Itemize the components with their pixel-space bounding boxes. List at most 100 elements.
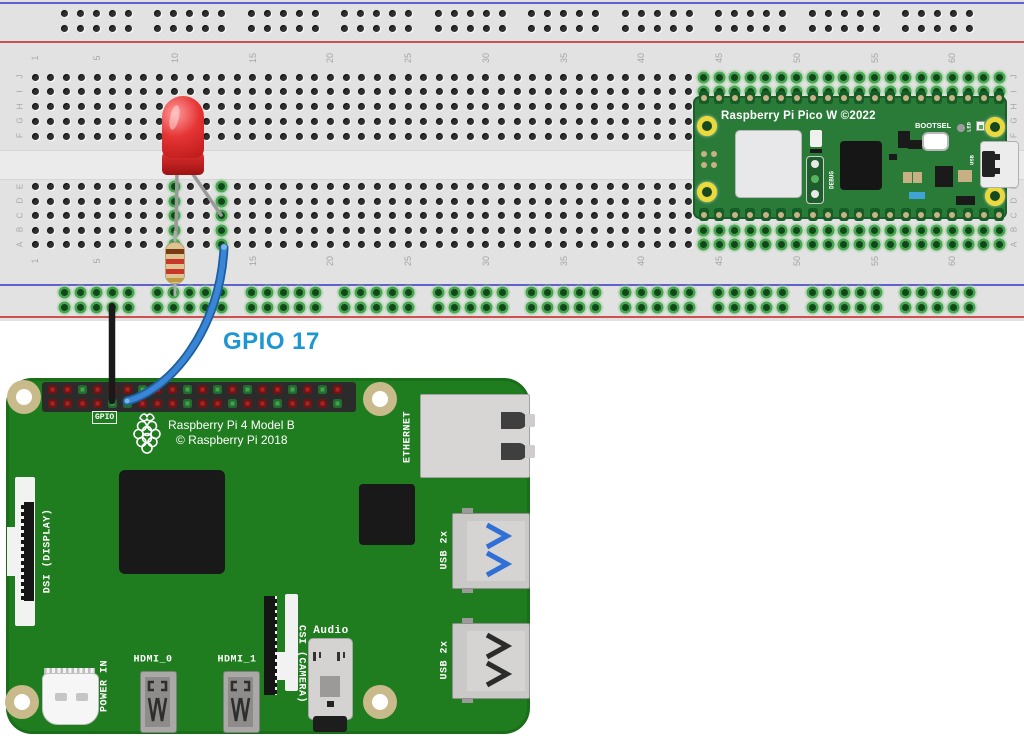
breadboard-hole [513, 241, 521, 248]
breadboard-hole-connected [202, 304, 209, 311]
breadboard-hole [186, 9, 193, 17]
breadboard-hole [249, 241, 257, 248]
breadboard-hole [342, 117, 350, 125]
breadboard-hole-connected [886, 241, 894, 248]
debug-pad [811, 160, 819, 168]
pico-pin-pad [900, 91, 911, 104]
gpio-pin [333, 385, 343, 394]
breadboard-hole [171, 88, 179, 96]
breadboard-hole [60, 25, 68, 32]
breadboard-hole [482, 241, 490, 248]
breadboard-hole [450, 25, 458, 32]
breadboard-hole [108, 25, 116, 32]
breadboard-hole [669, 88, 677, 96]
row-letter: B [1009, 226, 1019, 233]
usb-tab [462, 587, 473, 593]
column-number: 45 [714, 53, 725, 64]
column-number: 50 [791, 53, 802, 64]
breadboard-hole [637, 25, 645, 32]
breadboard-hole [358, 226, 366, 234]
csi-connector-tab [277, 652, 285, 680]
breadboard-hole [404, 226, 412, 234]
breadboard-hole-connected [202, 289, 209, 296]
pico-pin-pad [963, 91, 973, 104]
audio-jack-mark [337, 652, 340, 661]
breadboard-hole [405, 9, 412, 17]
breadboard-hole [389, 212, 397, 219]
pico-pin-pad [900, 208, 911, 221]
breadboard-hole [404, 241, 412, 248]
breadboard-hole-connected [824, 289, 832, 296]
column-number: 20 [325, 256, 336, 267]
breadboard-hole [529, 183, 537, 190]
gpio-pin [288, 398, 298, 408]
breadboard-hole-connected [482, 304, 490, 311]
pico-pin-pad [791, 91, 802, 104]
breadboard-hole [154, 25, 161, 32]
gpio-pin [62, 385, 72, 394]
pico-pin-pad [807, 91, 818, 104]
breadboard-hole [872, 25, 880, 32]
column-number: 30 [480, 53, 491, 64]
breadboard-hole [202, 9, 209, 17]
breadboard-hole [498, 212, 505, 219]
breadboard-hole [154, 9, 161, 17]
breadboard-hole [498, 132, 505, 140]
breadboard-hole [155, 73, 163, 81]
breadboard-hole-connected [793, 226, 801, 234]
top-rail-blue-line [0, 2, 1024, 4]
breadboard-hole [93, 226, 101, 234]
breadboard-hole-connected [746, 226, 754, 234]
breadboard-hole [311, 88, 319, 96]
gpio17-wire-label: GPIO 17 [223, 328, 320, 355]
breadboard-hole [513, 132, 521, 140]
csi-connector [264, 596, 277, 695]
breadboard-hole [872, 9, 880, 17]
breadboard-hole-connected [124, 289, 132, 296]
breadboard-hole [560, 197, 568, 205]
pico-pin-pad [760, 91, 771, 104]
column-number: 35 [558, 256, 569, 267]
breadboard-hole [233, 88, 241, 96]
breadboard-hole [544, 103, 552, 111]
pico-pin-pad [698, 91, 709, 104]
breadboard-hole [779, 9, 786, 17]
breadboard-hole [513, 226, 521, 234]
breadboard-hole [358, 197, 366, 205]
breadboard-hole [451, 103, 459, 111]
breadboard-hole [264, 103, 272, 111]
breadboard-hole [715, 9, 722, 17]
breadboard-hole-connected [966, 289, 973, 296]
breadboard-hole [560, 9, 567, 17]
breadboard-hole [155, 241, 163, 248]
breadboard-hole [779, 25, 786, 32]
breadboard-hole [637, 73, 645, 81]
pico-pin-pad [885, 208, 896, 221]
breadboard-hole [575, 103, 583, 111]
breadboard-hole [155, 197, 163, 205]
breadboard-hole [576, 25, 583, 32]
breadboard-hole [92, 25, 100, 32]
breadboard-hole [529, 197, 537, 205]
breadboard-hole [326, 88, 334, 96]
breadboard-hole [326, 212, 334, 219]
debug-pad [811, 175, 819, 183]
breadboard-hole [93, 73, 101, 81]
breadboard-hole [389, 132, 397, 140]
gpio-pin [303, 385, 313, 394]
breadboard-hole [249, 183, 257, 190]
breadboard-hole-connected [621, 289, 629, 296]
breadboard-hole [560, 226, 568, 234]
column-number: 30 [480, 256, 491, 267]
breadboard-hole [357, 25, 364, 32]
breadboard-hole [902, 9, 909, 17]
breadboard-hole-connected [840, 241, 848, 248]
breadboard-hole [218, 9, 225, 17]
breadboard-hole [109, 103, 117, 111]
breadboard-hole [451, 226, 459, 234]
breadboard-hole [544, 88, 552, 96]
breadboard-hole-connected [918, 289, 925, 296]
breadboard-hole [264, 73, 272, 81]
breadboard-hole-connected [685, 289, 693, 296]
breadboard-hole [358, 117, 366, 125]
